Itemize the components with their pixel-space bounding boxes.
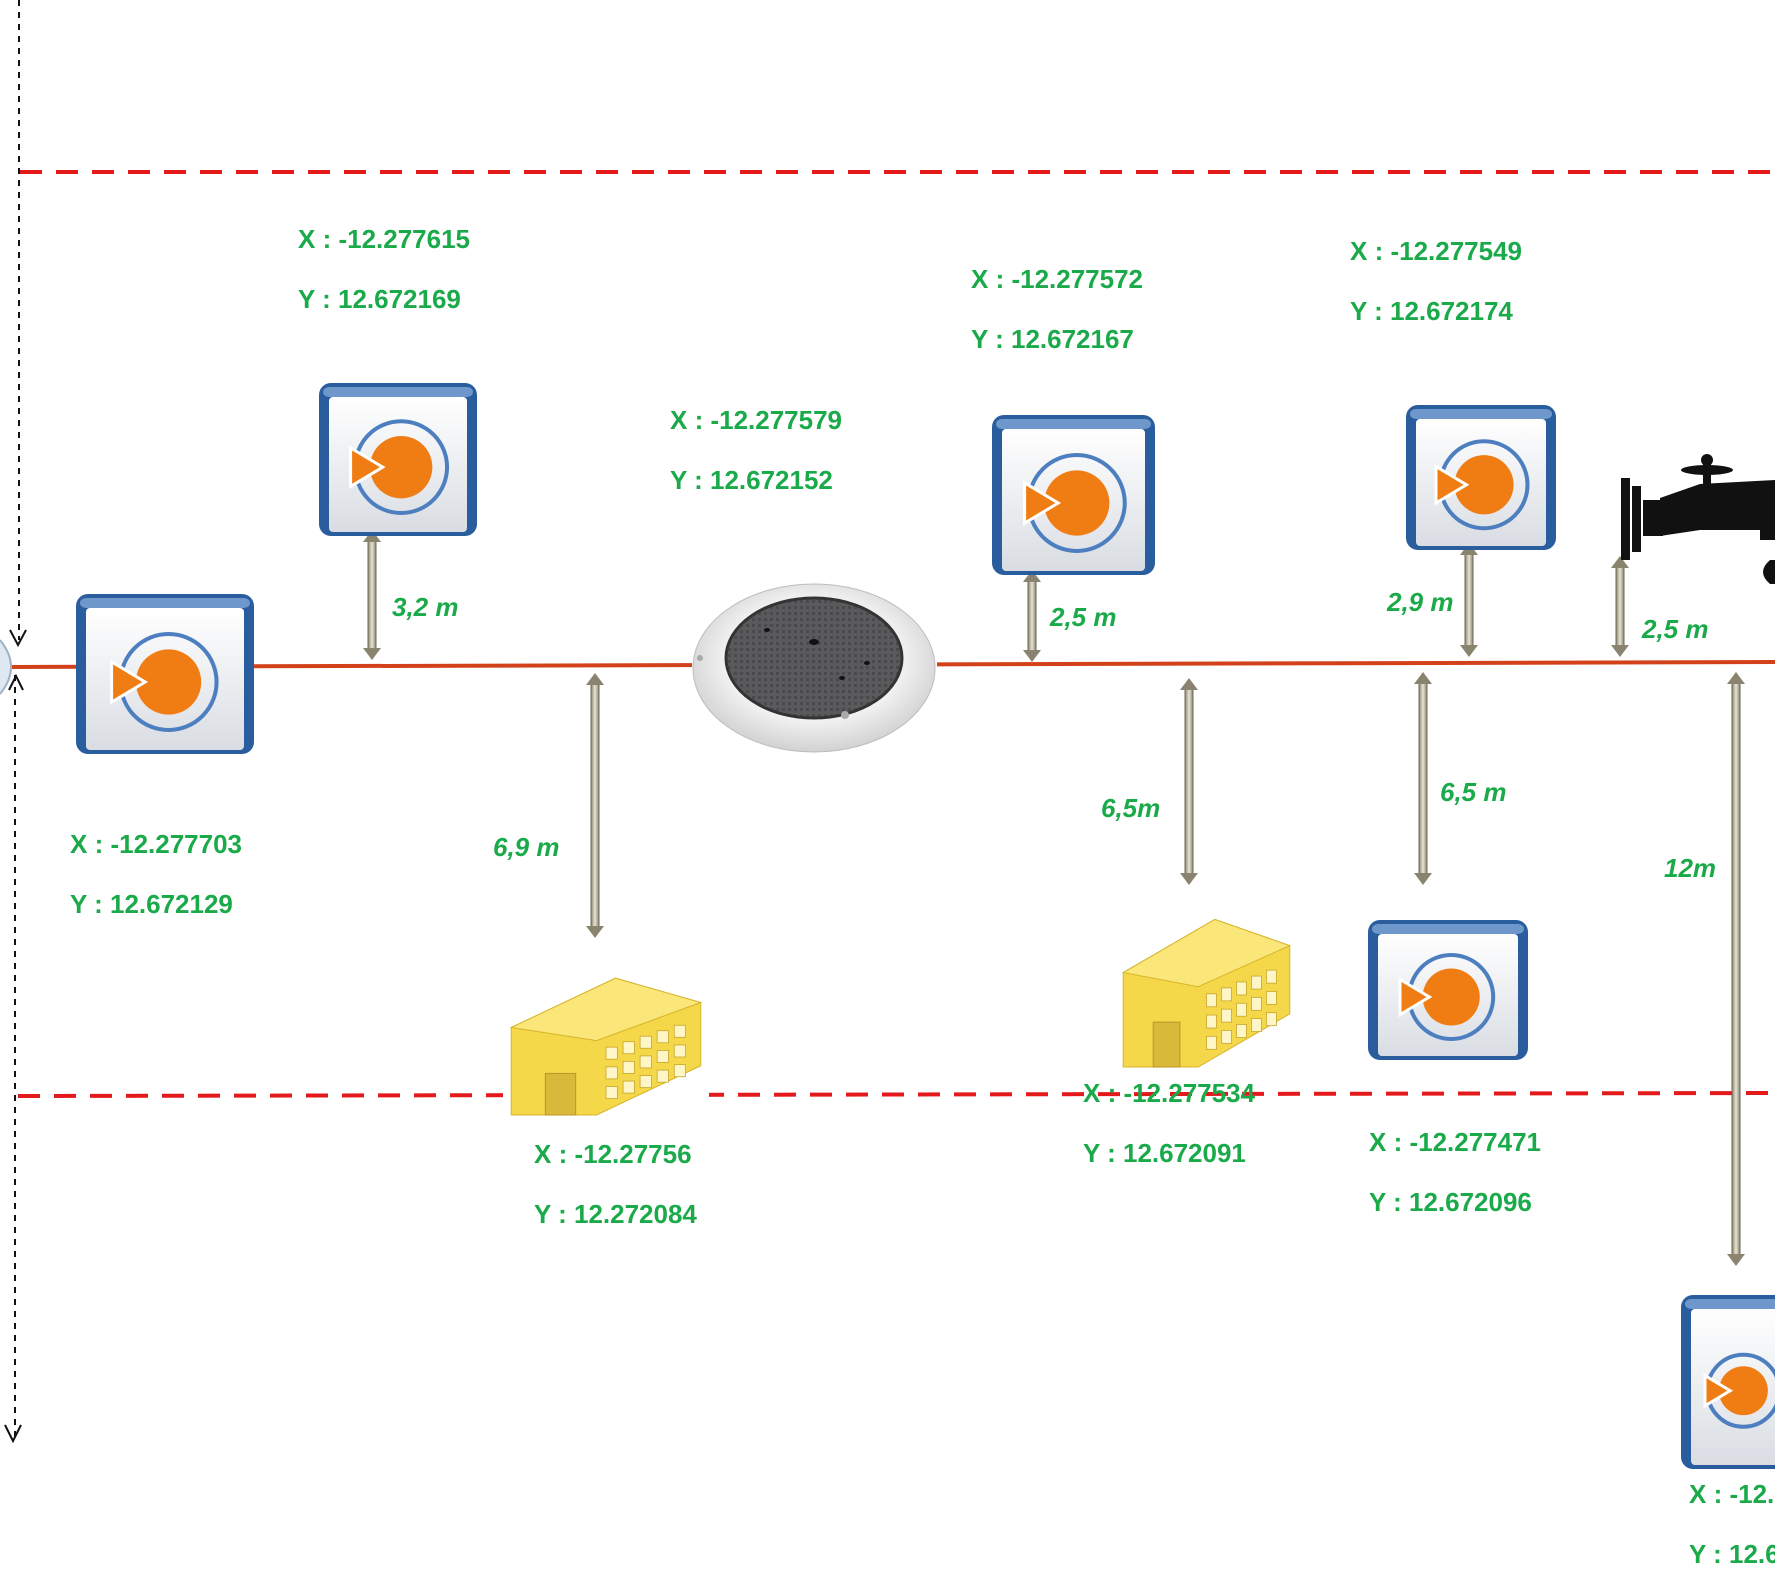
manhole-cover-icon — [692, 570, 937, 757]
distance-arrow — [586, 673, 604, 938]
building-icon — [1116, 903, 1297, 1068]
distance-arrow — [1414, 672, 1432, 885]
coord-x: X : -12.277549 — [1350, 236, 1523, 266]
coord-y: Y : 12.672129 — [70, 889, 233, 919]
distance-arrow — [1727, 672, 1745, 1266]
meter-icon — [76, 594, 254, 754]
boundary-line-bottom — [17, 1091, 1775, 1098]
coord-label-meter-2: X : -12.277615 Y : 12.672169 — [298, 224, 470, 314]
coord-label-manhole: X : -12.277579 Y : 12.672152 — [670, 405, 842, 495]
distance-connectors — [363, 530, 1745, 1266]
distance-label: 2,5 m — [1050, 602, 1117, 632]
meter-icon — [319, 383, 477, 536]
vertical-dimension-line — [4, 0, 27, 1444]
coord-y: Y : 12.672091 — [1083, 1138, 1246, 1168]
coord-y: Y : 12.672096 — [1369, 1187, 1532, 1217]
distance-label: 12m — [1664, 853, 1717, 883]
coord-x: X : -12.277615 — [298, 224, 471, 254]
coord-x: X : -12.27756 — [534, 1139, 692, 1169]
coord-x: X : -12.277471 — [1369, 1127, 1542, 1157]
distance-arrow — [1023, 570, 1041, 662]
distance-label: 6,5m — [1101, 793, 1161, 823]
coord-x: X : -12.277534 — [1083, 1078, 1256, 1108]
distance-label: 2,5 m — [1642, 614, 1709, 644]
distance-label: 6,9 m — [493, 832, 560, 862]
water-tap-icon — [1621, 454, 1775, 584]
coord-y: Y : 12.272084 — [534, 1199, 697, 1229]
coord-x: X : -12.277703 — [70, 829, 243, 859]
coord-label-meter-left: X : -12.277703 Y : 12.672129 — [70, 829, 242, 919]
coord-label-building-2: X : -12.277534 Y : 12.672091 — [1083, 1078, 1255, 1168]
coord-label-building-1: X : -12.27756 Y : 12.272084 — [534, 1139, 697, 1229]
coord-x: X : -12.277572 — [971, 264, 1144, 294]
coord-y: Y : 12.672174 — [1350, 296, 1513, 326]
distance-label: 3,2 m — [392, 592, 459, 622]
coord-label-meter-5: X : -12.277471 Y : 12.672096 — [1369, 1127, 1541, 1217]
coord-y: Y : 12.672152 — [670, 465, 833, 495]
coord-x: X : -12.277579 — [670, 405, 843, 435]
distance-arrow — [1460, 543, 1478, 657]
distance-arrow — [1180, 678, 1198, 885]
coord-y: Y : 12.6 — [1689, 1539, 1775, 1569]
meter-icon — [1681, 1295, 1775, 1469]
distance-arrow — [363, 530, 381, 660]
coord-label-meter-4: X : -12.277549 Y : 12.672174 — [1350, 236, 1522, 326]
meter-icon — [1406, 405, 1556, 550]
meter-icon — [992, 415, 1155, 575]
distance-label: 6,5 m — [1440, 777, 1507, 807]
building-icon — [503, 963, 709, 1116]
distance-label: 2,9 m — [1387, 587, 1454, 617]
pipe-end-cap — [0, 639, 12, 695]
coord-y: Y : 12.672169 — [298, 284, 461, 314]
meter-icon — [1368, 920, 1528, 1060]
coord-x: X : -12. — [1689, 1479, 1775, 1509]
coord-label-meter-3: X : -12.277572 Y : 12.672167 — [971, 264, 1143, 354]
distance-arrow — [1611, 556, 1629, 657]
coord-label-meter-6: X : -12. Y : 12.6 — [1689, 1479, 1775, 1569]
coord-y: Y : 12.672167 — [971, 324, 1134, 354]
